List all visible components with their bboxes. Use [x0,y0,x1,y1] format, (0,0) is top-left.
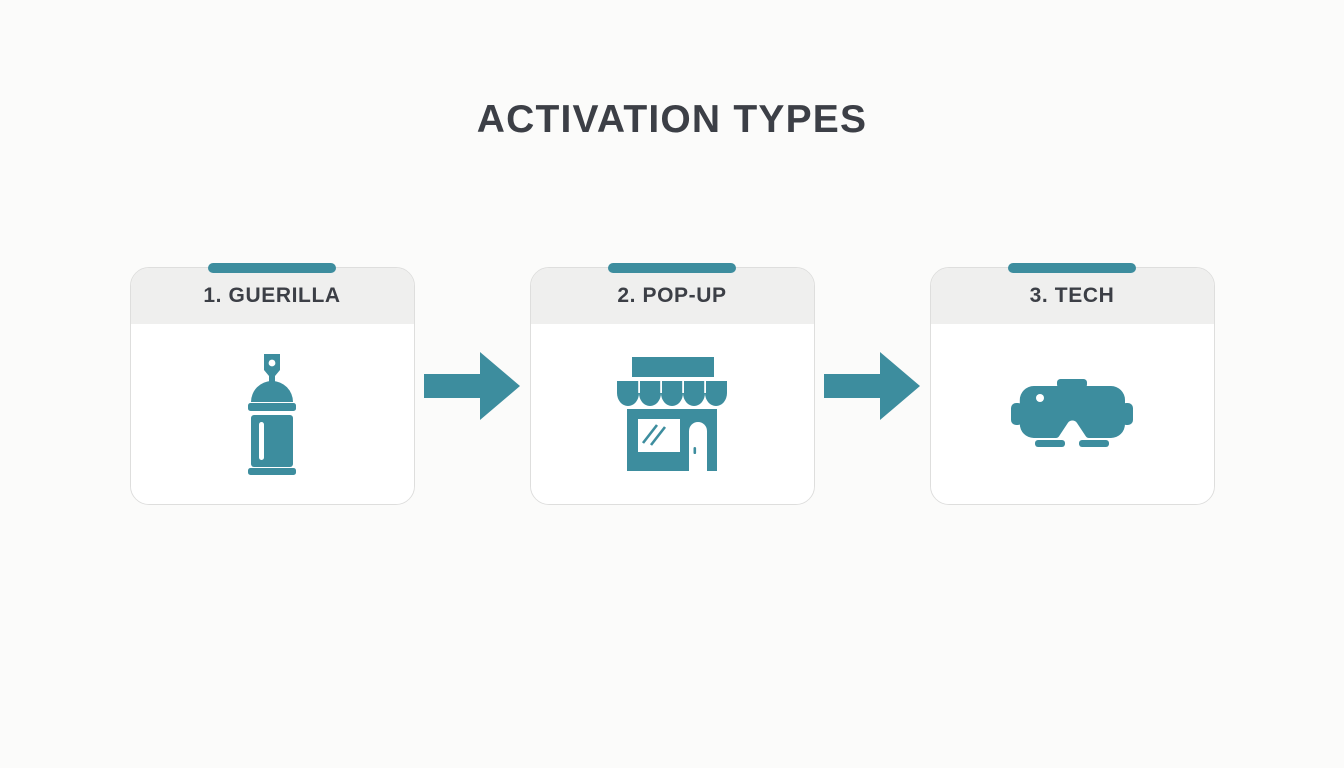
card-header-popup: 2. POP-UP [530,268,814,324]
step-card-guerilla[interactable]: 1. GUERILLA [129,263,415,505]
vr-headset-icon [1011,379,1133,449]
step-card-popup[interactable]: 2. POP-UP [529,263,815,505]
card-header-tech: 3. TECH [930,268,1214,324]
step-card-tech[interactable]: 3. TECH [929,263,1215,505]
process-flow-row: 1. GUERILLA [0,262,1344,512]
card-accent-bar-guerilla [208,263,336,273]
arrow-right-icon-1 [415,267,530,505]
step-label-tech: 3. TECH [1029,284,1115,307]
card-accent-bar-tech [1008,263,1136,273]
step-label-popup: 2. POP-UP [617,284,727,307]
card-body-tech [930,324,1214,504]
card-body-popup [530,324,814,504]
step-label-guerilla: 1. GUERILLA [203,284,341,307]
arrow-right-icon-2 [815,267,930,505]
page-title: ACTIVATION TYPES [476,98,868,141]
storefront-icon [609,355,735,473]
card-header-guerilla: 1. GUERILLA [130,268,414,324]
card-body-guerilla [130,324,414,504]
card-accent-bar-popup [608,263,736,273]
spray-can-icon [237,352,307,477]
